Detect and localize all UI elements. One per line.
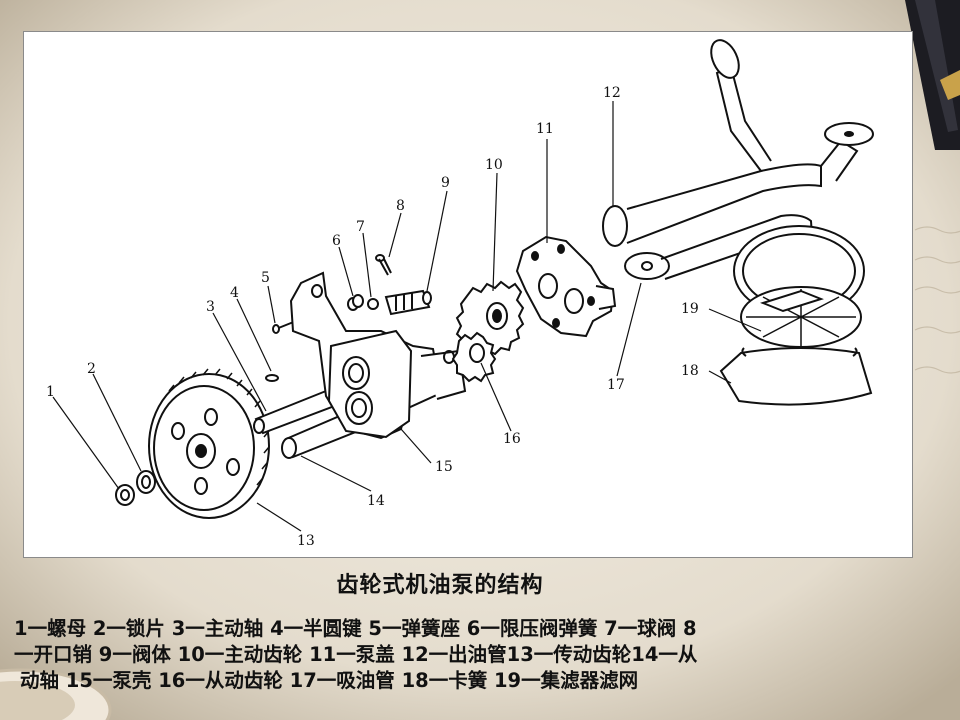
- callout-18: 18: [681, 363, 699, 379]
- callout-leaders: [52, 101, 762, 532]
- callout-16: 16: [503, 431, 521, 447]
- legend-line: 1一螺母 2一锁片 3一主动轴 4一半圆键 5一弹簧座 6一限压阀弹簧 7一球阀…: [14, 617, 697, 640]
- callout-13: 13: [297, 533, 315, 549]
- callout-10: 10: [485, 157, 503, 173]
- script-decoration: [914, 226, 960, 374]
- callout-17: 17: [607, 377, 625, 393]
- part-nut: [115, 484, 135, 506]
- part-strainer-screen: [733, 225, 865, 348]
- part-relief-spring: [347, 294, 364, 311]
- callout-4: 4: [230, 285, 239, 301]
- callout-labels: 1 2 3 4 5 6 7 8 9 10 11 12 13 14 15 16 1…: [46, 85, 699, 549]
- callout-2: 2: [87, 361, 96, 377]
- pen-decoration: [905, 0, 960, 150]
- diagram-panel: 1 2 3 4 5 6 7 8 9 10 11 12 13 14 15 16 1…: [23, 31, 913, 558]
- callout-14: 14: [367, 493, 385, 509]
- legend-line: 动轴 15一泵壳 16一从动齿轮 17一吸油管 18一卡簧 19一集滤器滤网: [20, 669, 639, 692]
- callout-5: 5: [261, 270, 270, 286]
- part-valve-body: [384, 289, 432, 316]
- callout-11: 11: [536, 121, 554, 137]
- part-lock-washer: [136, 470, 156, 494]
- cup-decoration: [0, 668, 112, 720]
- part-ball-valve: [367, 298, 379, 310]
- gear-oil-pump-exploded-diagram: 1 2 3 4 5 6 7 8 9 10 11 12 13 14 15 16 1…: [46, 39, 874, 549]
- part-clip-spring: [719, 347, 873, 406]
- callout-15: 15: [435, 459, 453, 475]
- callout-3: 3: [206, 299, 215, 315]
- part-pump-cover: [515, 235, 617, 338]
- part-drive-gear: [148, 368, 270, 519]
- part-cotter-pin: [375, 254, 392, 276]
- part-outlet-pipe: [602, 39, 874, 247]
- callout-8: 8: [396, 198, 405, 214]
- callout-19: 19: [681, 301, 699, 317]
- callout-1: 1: [46, 384, 55, 400]
- callout-6: 6: [332, 233, 341, 249]
- part-woodruff-key: [265, 374, 279, 382]
- callout-12: 12: [603, 85, 621, 101]
- legend-line: 一开口销 9一阀体 10一主动齿轮 11一泵盖 12一出油管13一传动齿轮14一…: [14, 643, 698, 666]
- callout-7: 7: [356, 219, 365, 235]
- callout-9: 9: [441, 175, 450, 191]
- part-pump-housing: [289, 271, 467, 440]
- part-driven-gear: [451, 331, 497, 383]
- diagram-caption-title: 齿轮式机油泵的结构: [336, 573, 544, 598]
